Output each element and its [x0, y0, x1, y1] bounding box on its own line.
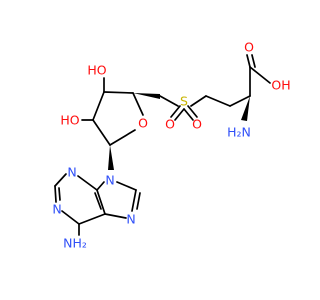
adenine-amine-label: NH₂	[63, 236, 87, 251]
bond-c4-o-ring	[132, 92, 144, 116]
bond-c2-n1-inner	[58, 187, 61, 201]
wedge-bond-c4-ch2	[133, 93, 160, 99]
bond-c4-n3	[77, 175, 98, 191]
acid-hydroxyl-label: OH	[271, 78, 290, 93]
purine-n-top-label: N	[67, 165, 76, 180]
wedge-bond-c1-n9	[108, 145, 114, 170]
hydroxyl-top-label: HO	[87, 63, 106, 78]
acid-carbonyl-oxygen-label: O	[244, 40, 254, 55]
bond-n3-c2	[54, 173, 67, 187]
bond-ch2-ch2	[205, 95, 231, 107]
bond-c2-n1	[54, 185, 57, 203]
bond-c5-c4-inner	[94, 192, 102, 210]
bond-s-o-right-2	[183, 108, 194, 121]
purine-n9-label: N	[105, 173, 114, 188]
bond-s-ch2	[190, 95, 207, 107]
bond-s-o-left-2	[174, 108, 185, 121]
bond-c3-c2	[92, 91, 105, 121]
bond-s-o-left-1	[170, 105, 181, 118]
bond-ch2-s	[159, 95, 179, 107]
purine-n7-label: N	[126, 212, 135, 227]
bond-c6-c5	[78, 213, 106, 225]
bond-ch2-calpha	[229, 95, 251, 107]
bond-ccooh-o-double-2	[251, 54, 256, 68]
bond-o-ring-c1	[109, 129, 136, 146]
bond-ccooh-o-double-1	[246, 54, 251, 68]
wedge-bond-calpha-nh2	[241, 96, 250, 121]
bond-layer	[54, 54, 271, 236]
sulfone-oxygen-left-label: O	[165, 117, 175, 132]
bond-c4-n9	[96, 181, 105, 191]
bond-s-o-right-1	[187, 105, 198, 118]
bond-c8-n7	[131, 189, 137, 212]
bond-ccooh-oh	[249, 66, 271, 84]
bond-c5-c4	[96, 189, 106, 215]
molecule-structure-diagram: HO HO O S O O O OH H₂N N N N N NH₂	[52, 40, 290, 251]
hydroxyl-left-label: HO	[60, 113, 79, 128]
sulfone-oxygen-right-label: O	[192, 117, 202, 132]
bond-n7-c5	[104, 213, 127, 219]
sulfone-sulfur-label: S	[180, 94, 188, 109]
ring-oxygen-label: O	[138, 116, 148, 131]
bond-c2-c1	[92, 119, 111, 146]
amino-label: H₂N	[227, 125, 251, 140]
bond-n9-c8	[116, 181, 137, 191]
bond-n1-c6	[61, 210, 80, 225]
purine-n-left-label: N	[52, 202, 61, 217]
bond-c3-c4	[103, 91, 134, 94]
atom-label-layer: HO HO O S O O O OH H₂N N N N N NH₂	[52, 40, 290, 251]
bond-c8-n7-inner	[136, 192, 141, 210]
